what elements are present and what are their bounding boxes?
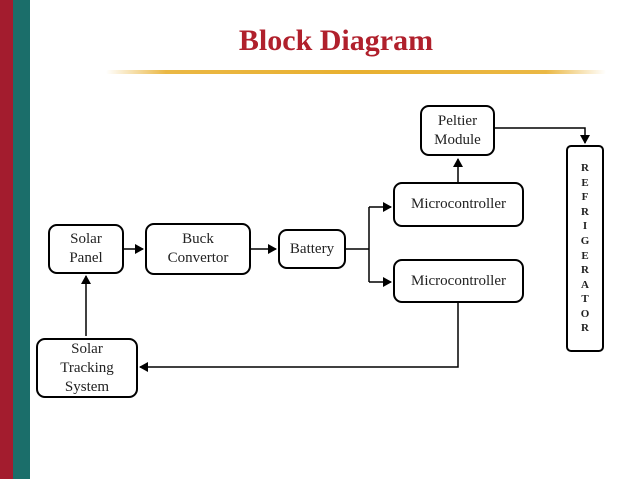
left-red-bar (0, 0, 13, 479)
battery-block: Battery (278, 229, 346, 269)
arrow-mcu-to-tracking (139, 302, 459, 372)
refrigerator-block: R E F R I G E R A T O R (566, 145, 604, 352)
solar-tracking-system-block: Solar Tracking System (36, 338, 138, 398)
buck-convertor-block: Buck Convertor (145, 223, 251, 275)
peltier-module-block: Peltier Module (420, 105, 495, 156)
arrow-peltier-to-refrigerator (495, 127, 590, 144)
microcontroller-top-block: Microcontroller (393, 182, 524, 227)
page-title: Block Diagram (238, 24, 434, 57)
microcontroller-bottom-block: Microcontroller (393, 259, 524, 303)
left-teal-bar (13, 0, 30, 479)
solar-panel-block: Solar Panel (48, 224, 124, 274)
title-underline (106, 70, 606, 74)
